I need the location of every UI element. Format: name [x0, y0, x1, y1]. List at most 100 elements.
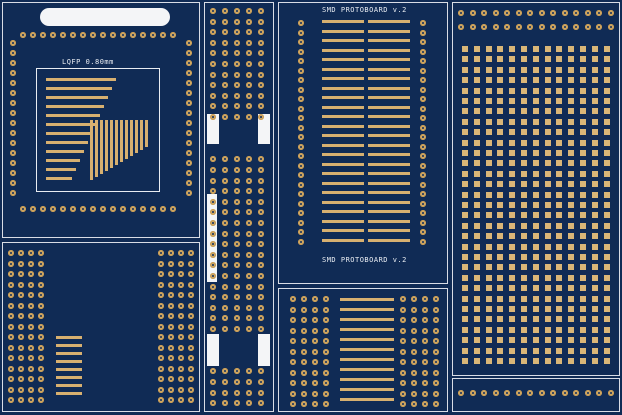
proto-pad [168, 355, 174, 361]
grid-pad [532, 118, 539, 125]
proto-pad [234, 50, 240, 57]
soic-strip [368, 210, 410, 213]
grid-pad [603, 347, 610, 354]
grid-pad [603, 306, 610, 312]
grid-pad [556, 295, 563, 302]
grid-pad [591, 118, 598, 125]
grid-pad [509, 306, 516, 312]
proto-pad [158, 334, 164, 340]
soic-strip [322, 200, 364, 204]
grid-pad [580, 139, 586, 146]
grid-pad [544, 160, 551, 167]
header-pad [607, 390, 614, 396]
grid-pad [473, 160, 480, 167]
qfp-pad [10, 40, 16, 46]
grid-pad [473, 212, 480, 219]
proto-pad [312, 296, 318, 302]
proto-pad [158, 397, 164, 403]
soic-pad [420, 77, 426, 83]
qfp-pad [186, 180, 192, 186]
soic-pad [420, 238, 426, 245]
qfp-pad [10, 150, 16, 156]
proto-pad [234, 283, 240, 290]
grid-pad [544, 170, 551, 177]
proto-pad [178, 334, 184, 340]
proto-pad [246, 315, 252, 322]
qfp-pad [186, 60, 192, 66]
proto-pad [258, 71, 264, 78]
grid-pad [497, 150, 504, 156]
proto-pad [210, 315, 216, 322]
qfp-trace [46, 123, 96, 126]
grid-pad [580, 87, 586, 94]
qfp-trace [46, 87, 112, 90]
grid-pad [568, 347, 575, 354]
grid-pad [462, 108, 468, 115]
grid-pad [497, 129, 504, 136]
proto-pad [323, 327, 329, 334]
grid-pad [473, 295, 480, 302]
proto-pad [258, 92, 264, 99]
grid-pad [521, 285, 527, 292]
grid-pad [591, 181, 598, 188]
proto-pad [188, 386, 194, 393]
grid-pad [462, 87, 468, 94]
grid-pad [544, 87, 551, 94]
grid-pad [509, 233, 516, 240]
qfp-pad [10, 50, 16, 56]
proto-pad [158, 250, 164, 256]
grid-pad [568, 233, 575, 240]
grid-pad [568, 326, 575, 333]
label-rect-5 [258, 334, 270, 366]
qfp-pad [186, 150, 192, 156]
proto-pad [234, 209, 240, 216]
soic-pad [420, 115, 426, 121]
grid-pad [568, 129, 575, 136]
grid-pad [580, 347, 586, 354]
grid-pad [462, 150, 468, 156]
grid-pad [591, 129, 598, 136]
qfp-pad [10, 60, 16, 66]
grid-pad [497, 87, 504, 94]
grid-pad [580, 191, 586, 198]
qfp-pad [70, 32, 76, 38]
grid-pad [568, 108, 575, 115]
grid-pad [568, 118, 575, 125]
header-pad [596, 10, 602, 16]
grid-pad [473, 98, 480, 104]
grid-pad [497, 337, 504, 344]
soic-strip [322, 191, 364, 194]
grid-pad [509, 316, 516, 323]
qfp-footprint [36, 68, 160, 192]
proto-pad [210, 198, 216, 205]
right-bottom-strip [452, 378, 620, 412]
grid-pad [462, 316, 468, 323]
proto-pad [18, 344, 24, 351]
qfp-trace [140, 120, 143, 150]
header-pad [504, 390, 510, 396]
label-rect-2 [258, 114, 270, 144]
header-pad [481, 24, 487, 30]
grid-pad [497, 202, 504, 208]
proto-pad [18, 386, 24, 393]
grid-pad [497, 243, 504, 250]
soic-strip [322, 172, 364, 175]
grid-pad [568, 170, 575, 177]
grid-pad [568, 337, 575, 344]
qfp-pad [186, 190, 192, 196]
grid-pad [532, 129, 539, 136]
grid-pad [497, 212, 504, 219]
qfp-pad [186, 50, 192, 56]
grid-pad [568, 202, 575, 208]
proto-pad [8, 281, 14, 288]
grid-pad [556, 274, 563, 281]
proto-pad [210, 8, 216, 14]
grid-pad [580, 181, 586, 188]
grid-pad [603, 181, 610, 188]
grid-pad [591, 108, 598, 115]
soic-strip [340, 318, 394, 321]
proto-pad [158, 292, 164, 298]
grid-pad [580, 274, 586, 281]
proto-pad [323, 359, 329, 365]
label-rect-1 [207, 114, 219, 144]
